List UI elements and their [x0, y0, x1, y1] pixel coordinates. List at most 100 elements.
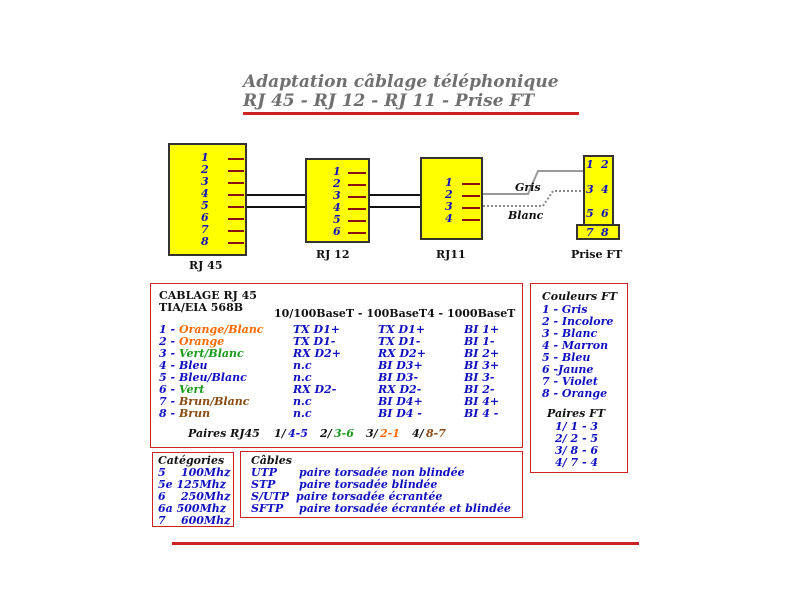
- cablage-row-num: 4 -: [159, 359, 176, 372]
- wire-rj12-rj11-2: [370, 194, 420, 196]
- categorie-item: 5 100Mhz: [158, 466, 231, 479]
- cable-type: UTP: [251, 466, 278, 479]
- rj11-pin: 2: [445, 188, 453, 201]
- cablage-row-100t4: BI D4+: [378, 395, 423, 408]
- couleur-ft-item: 8 - Orange: [542, 387, 608, 400]
- rj11-label: RJ11: [436, 248, 466, 261]
- cablage-row-1000: BI 3-: [464, 371, 495, 384]
- rj11-pin-contact: [462, 183, 480, 185]
- cablage-row-color: Vert/Blanc: [179, 347, 244, 360]
- rj45-pin-contact: [228, 158, 244, 160]
- rj11-pin: 1: [445, 176, 453, 189]
- cablage-row-color: Orange/Blanc: [179, 323, 264, 336]
- cablage-columns-header: 10/100BaseT - 100BaseT4 - 1000BaseT: [274, 307, 516, 320]
- couleurs-ft-title: Couleurs FT: [542, 290, 618, 303]
- rj11-pin-contact: [462, 219, 480, 221]
- couleur-ft-item: 7 - Violet: [542, 375, 598, 388]
- cablage-row-100t4: BI D3+: [378, 359, 423, 372]
- paire-ft-item: 2/ 2 - 5: [555, 432, 599, 445]
- rj45-pin-contact: [228, 170, 244, 172]
- prise-ft-pin: 7: [586, 226, 594, 239]
- rj45-pin: 4: [201, 187, 209, 200]
- prise-ft-pin: 1: [586, 158, 594, 171]
- cablage-row-10-100: n.c: [293, 395, 312, 408]
- cablage-row-100t4: RX D2-: [378, 383, 422, 396]
- rj45-pin-contact: [228, 194, 244, 196]
- categories-box: [152, 452, 234, 527]
- rj12-pin-contact: [348, 184, 366, 186]
- couleur-ft-item: 2 - Incolore: [542, 315, 614, 328]
- rj45-pin: 6: [201, 211, 209, 224]
- prise-ft-pin: 2: [601, 158, 609, 171]
- categorie-item: 5e 125Mhz: [158, 478, 226, 491]
- rj12-pin: 4: [333, 201, 341, 214]
- cablage-row-1000: BI 1-: [464, 335, 495, 348]
- cablage-row-color: Bleu/Blanc: [179, 371, 247, 384]
- cablage-row-1000: BI 2+: [464, 347, 500, 360]
- cablage-row-10-100: TX D1-: [293, 335, 336, 348]
- paire-ft-item: 3/ 8 - 6: [555, 444, 599, 457]
- cable-type: S/UTP: [251, 490, 290, 503]
- rj12-pin-contact: [348, 220, 366, 222]
- rj45-pin: 3: [201, 175, 209, 188]
- cablage-row-color: Orange: [179, 335, 225, 348]
- rj12-pin-contact: [348, 196, 366, 198]
- cablage-box: [150, 283, 523, 448]
- couleurs-ft-box: [530, 283, 628, 473]
- rj45-pin-contact: [228, 218, 244, 220]
- cablage-row-num: 5 -: [159, 371, 176, 384]
- rj45-pin: 1: [201, 151, 209, 164]
- rj45-label: RJ 45: [189, 259, 223, 272]
- rj12-pin-contact: [348, 232, 366, 234]
- rj12-pin-contact: [348, 172, 366, 174]
- cablage-row-color: Brun/Blanc: [179, 395, 250, 408]
- rj45-pin-contact: [228, 230, 244, 232]
- cablage-row-1000: BI 1+: [464, 323, 500, 336]
- prise-ft-pin: 8: [601, 226, 609, 239]
- prise-ft-pin: 3: [586, 183, 594, 196]
- cablage-row-color: Brun: [179, 407, 211, 420]
- rj45-pin: 7: [201, 223, 209, 236]
- cablage-row-num: 7 -: [159, 395, 176, 408]
- paire-ft-item: 4/ 7 - 4: [555, 456, 599, 469]
- cablage-row-1000: BI 3+: [464, 359, 500, 372]
- wire-rj45-rj12-4: [247, 206, 305, 208]
- title-underline: [243, 112, 579, 115]
- rj45-pin: 8: [201, 235, 209, 248]
- cablage-row-10-100: n.c: [293, 359, 312, 372]
- cablage-row-num: 6 -: [159, 383, 176, 396]
- rj45-pin-contact: [228, 206, 244, 208]
- cables-box: [240, 451, 523, 518]
- paire-rj45-pins: 2-1: [380, 427, 400, 440]
- paire-rj45-number: 3/: [366, 427, 378, 440]
- cablage-row-1000: BI 4+: [464, 395, 500, 408]
- cablage-row-100t4: TX D1-: [378, 335, 421, 348]
- prise-ft-pin: 4: [601, 183, 609, 196]
- cablage-row-10-100: RX D2+: [293, 347, 341, 360]
- wire-rj11-ft: [483, 170, 583, 207]
- wire-rj12-rj11-3: [370, 206, 420, 208]
- cablage-row-num: 8 -: [159, 407, 176, 420]
- rj12-pin: 3: [333, 189, 341, 202]
- rj45-pin: 5: [201, 199, 209, 212]
- rj12-pin: 2: [333, 177, 341, 190]
- title-line-1: Adaptation câblage téléphonique: [243, 72, 559, 92]
- rj12-pin: 1: [333, 165, 341, 178]
- rj45-pin: 2: [201, 163, 209, 176]
- paire-rj45-pins: 3-6: [334, 427, 354, 440]
- cablage-row-num: 2 -: [159, 335, 176, 348]
- cable-type: SFTP: [251, 502, 284, 515]
- cablage-row-10-100: n.c: [293, 371, 312, 384]
- categorie-item: 6 250Mhz: [158, 490, 231, 503]
- rj11-pin: 4: [445, 212, 453, 225]
- couleur-ft-item: 4 - Marron: [542, 339, 609, 352]
- rj12-pin: 5: [333, 213, 341, 226]
- wire-gris-label: Gris: [515, 181, 541, 194]
- rj11-pin-contact: [462, 207, 480, 209]
- cablage-row-100t4: BI D3-: [378, 371, 419, 384]
- rj12-pin-contact: [348, 208, 366, 210]
- rj11-pin: 3: [445, 200, 453, 213]
- bottom-divider: [172, 542, 639, 545]
- cable-description: paire torsadée blindée: [299, 478, 438, 491]
- cablage-row-100t4: BI D4 -: [378, 407, 422, 420]
